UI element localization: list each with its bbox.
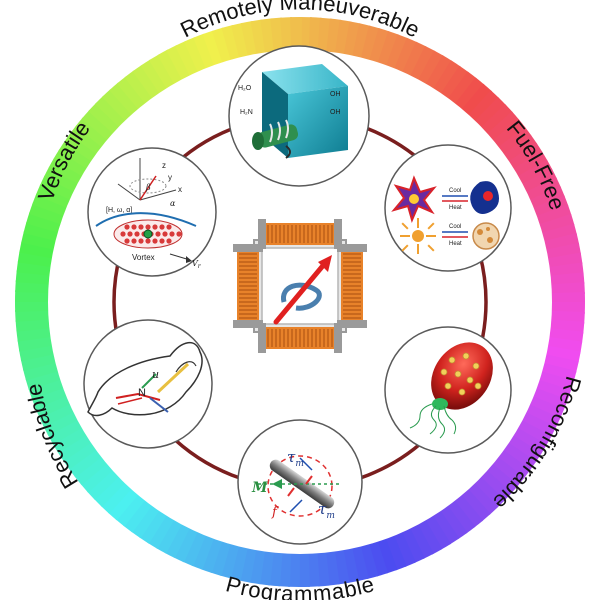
vortex-particle xyxy=(120,231,125,236)
vortex-particle xyxy=(145,224,150,229)
panel-versatile: z x y β α [H, ω, α] Vortex Vr xyxy=(88,148,216,276)
vortex-particle xyxy=(155,231,160,236)
vortex-particle xyxy=(138,224,143,229)
cool-label: Cool xyxy=(449,224,461,230)
vortex-particle xyxy=(176,231,181,236)
n-label: N xyxy=(138,387,146,399)
vortex-particle xyxy=(166,238,171,243)
axis-z-label: z xyxy=(162,161,166,170)
vortex-particle xyxy=(152,238,157,243)
m-label: M xyxy=(251,480,268,496)
axis-y-label: y xyxy=(168,173,172,182)
vortex-particle xyxy=(166,224,171,229)
center-coil-device xyxy=(233,219,367,353)
vortex-particle xyxy=(169,231,174,236)
vortex-particle xyxy=(138,238,143,243)
vortex-particle xyxy=(145,238,150,243)
chem-label: OH xyxy=(330,109,341,116)
panel-fuel-free: Cool Heat Cool Heat xyxy=(385,145,511,271)
coil-right xyxy=(337,244,367,328)
vortex-particle xyxy=(131,224,136,229)
chem-label: H₂O xyxy=(238,85,252,92)
vortex-particle xyxy=(162,231,167,236)
heat-label: Heat xyxy=(449,205,462,211)
vortex-particle xyxy=(127,231,132,236)
vortex-particle xyxy=(159,224,164,229)
panel-recyclable: u N xyxy=(84,320,212,448)
axis-x-label: x xyxy=(178,185,182,194)
chem-label: H₂N xyxy=(240,109,253,116)
vortex-label: Vortex xyxy=(132,253,155,262)
heat-label: Heat xyxy=(449,241,462,247)
panel-programmable: τm τm M f xyxy=(238,420,362,544)
vortex-particle xyxy=(124,238,129,243)
coil-bottom xyxy=(258,323,342,353)
vortex-particle xyxy=(152,224,157,229)
chem-label: OH xyxy=(330,91,341,98)
u-label: u xyxy=(152,368,159,381)
angle-alpha-label: α xyxy=(170,199,176,208)
vortex-particle xyxy=(159,238,164,243)
cool-label: Cool xyxy=(449,188,461,194)
vortex-particle xyxy=(124,224,129,229)
panel-maneuverable: H₂O H₂N OH OH xyxy=(229,46,369,186)
panel-reconfigurable xyxy=(385,327,511,453)
vortex-particle xyxy=(131,238,136,243)
vortex-particle xyxy=(134,231,139,236)
coil-left xyxy=(233,244,263,328)
angle-beta-label: β xyxy=(145,183,151,192)
coil-top xyxy=(258,219,342,249)
